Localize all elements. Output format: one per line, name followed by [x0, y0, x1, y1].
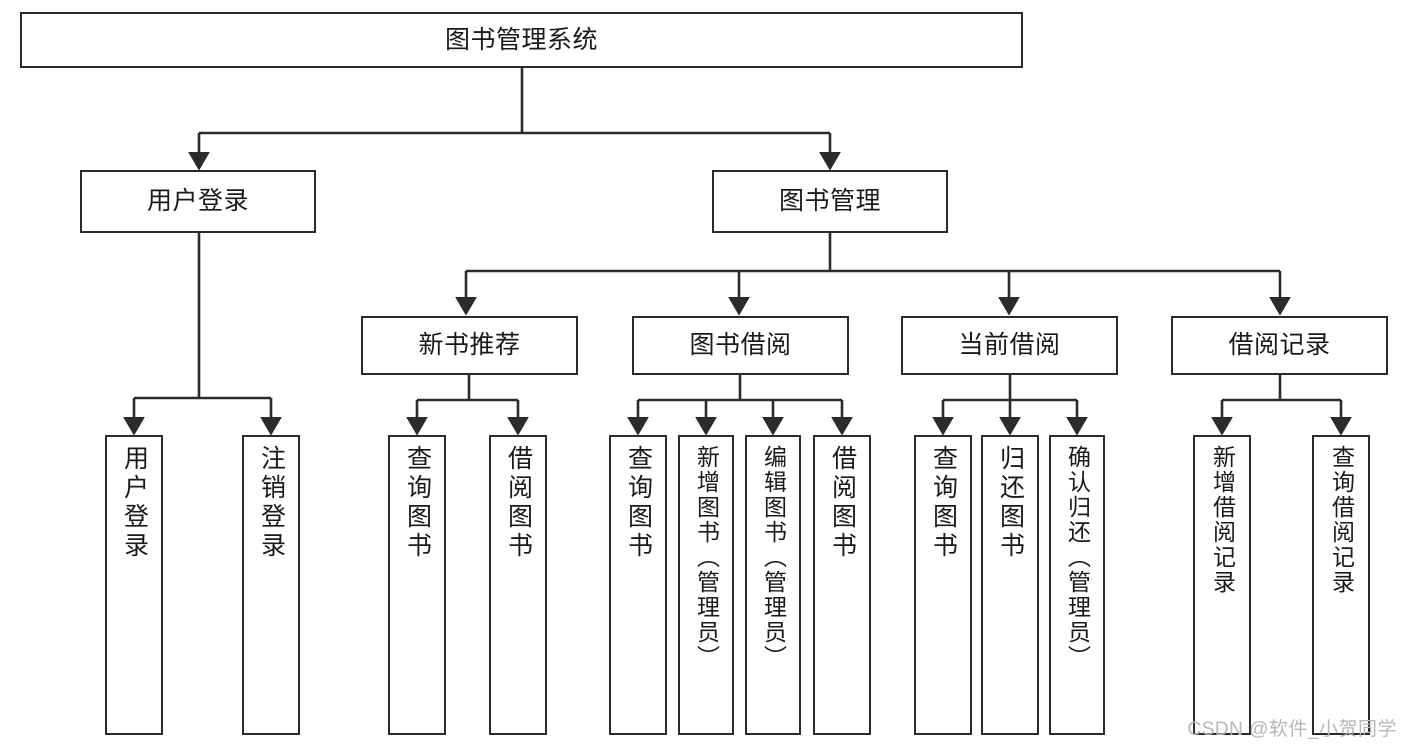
leaf-confirm-return-admin[interactable]: 确认归还（管理员）	[1049, 435, 1105, 735]
node-label: 新增图书（管理员）	[693, 445, 720, 670]
node-new-book-recommend[interactable]: 新书推荐	[361, 316, 578, 375]
node-label: 用户登录	[146, 187, 249, 216]
leaf-borrow-book-new[interactable]: 借阅图书	[489, 435, 547, 735]
leaf-query-book-current[interactable]: 查询图书	[914, 435, 972, 735]
leaf-return-book[interactable]: 归还图书	[981, 435, 1039, 735]
leaf-edit-book-admin[interactable]: 编辑图书（管理员）	[745, 435, 801, 735]
node-book-management[interactable]: 图书管理	[712, 170, 948, 233]
leaf-add-book-admin[interactable]: 新增图书（管理员）	[678, 435, 734, 735]
node-label: 借阅图书	[504, 445, 533, 561]
leaf-borrow-book-borrow[interactable]: 借阅图书	[813, 435, 871, 735]
node-book-borrow[interactable]: 图书借阅	[632, 316, 849, 375]
node-label: 查询图书	[403, 445, 432, 561]
node-current-borrow[interactable]: 当前借阅	[901, 316, 1118, 375]
leaf-add-borrow-record[interactable]: 新增借阅记录	[1193, 435, 1251, 735]
node-label: 借阅记录	[1228, 331, 1331, 360]
node-book-management-system[interactable]: 图书管理系统	[20, 12, 1023, 68]
leaf-query-borrow-record[interactable]: 查询借阅记录	[1312, 435, 1370, 735]
node-label: 查询图书	[624, 445, 653, 561]
node-label: 新书推荐	[418, 331, 521, 360]
leaf-query-book-new[interactable]: 查询图书	[388, 435, 446, 735]
node-label: 图书借阅	[689, 331, 792, 360]
node-label: 用户登录	[120, 445, 149, 561]
node-label: 归还图书	[996, 445, 1025, 561]
node-borrow-record[interactable]: 借阅记录	[1171, 316, 1388, 375]
node-label: 新增借阅记录	[1209, 445, 1236, 595]
node-label: 确认归还（管理员）	[1064, 445, 1091, 670]
leaf-query-book-borrow[interactable]: 查询图书	[609, 435, 667, 735]
leaf-user-logout[interactable]: 注销登录	[242, 435, 300, 735]
node-label: 图书管理	[778, 187, 881, 216]
node-label: 编辑图书（管理员）	[760, 445, 787, 670]
node-user-login[interactable]: 用户登录	[80, 170, 316, 233]
node-label: 查询图书	[929, 445, 958, 561]
node-label: 当前借阅	[958, 331, 1061, 360]
node-label: 查询借阅记录	[1328, 445, 1355, 595]
watermark-text: CSDN @软件_小贺同学	[1187, 719, 1397, 740]
node-label: 图书管理系统	[444, 25, 598, 54]
node-label: 借阅图书	[828, 445, 857, 561]
node-label: 注销登录	[257, 445, 286, 561]
leaf-user-login[interactable]: 用户登录	[105, 435, 163, 735]
